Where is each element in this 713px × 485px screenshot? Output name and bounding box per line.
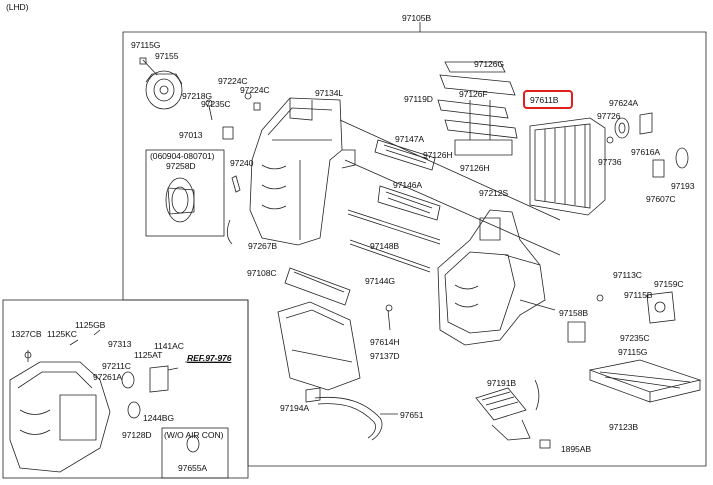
label-1125KC: 1125KC	[47, 329, 77, 339]
label-1125GB: 1125GB	[75, 320, 106, 330]
range-subassembly-box	[145, 149, 225, 237]
label-97137D: 97137D	[370, 351, 400, 361]
woaircon-box	[161, 427, 229, 479]
label-97155: 97155	[155, 51, 179, 61]
label-97108C: 97108C	[247, 268, 277, 278]
ref-97-976-link[interactable]: REF.97-976	[187, 353, 232, 363]
label-97013: 97013	[179, 130, 203, 140]
label-97193: 97193	[671, 181, 695, 191]
label-97159C: 97159C	[654, 279, 684, 289]
label-97126F: 97126F	[459, 89, 488, 99]
label-97736: 97736	[598, 157, 622, 167]
label-97624A: 97624A	[609, 98, 639, 108]
label-1125AT: 1125AT	[134, 350, 163, 360]
label-97726: 97726	[597, 111, 621, 121]
label-97148B: 97148B	[370, 241, 400, 251]
label-97126H-b: 97126H	[460, 163, 490, 173]
label-97115G-b: 97115G	[618, 347, 648, 357]
label-97194A: 97194A	[280, 403, 310, 413]
label-97128D: 97128D	[122, 430, 152, 440]
label-97144G: 97144G	[365, 276, 395, 286]
label-97261A: 97261A	[93, 372, 123, 382]
label-97191B: 97191B	[487, 378, 517, 388]
label-97313: 97313	[108, 339, 132, 349]
label-97651: 97651	[400, 410, 424, 420]
label-97235C-a: 97235C	[201, 99, 231, 109]
label-97614H: 97614H	[370, 337, 400, 347]
label-1327CB: 1327CB	[11, 329, 42, 339]
label-97224C-a: 97224C	[218, 76, 248, 86]
label-97218G: 97218G	[182, 91, 212, 101]
label-97240: 97240	[230, 158, 254, 168]
label-97126G: 97126G	[474, 59, 504, 69]
label-1141AC: 1141AC	[154, 341, 184, 351]
label-97611B: 97611B	[530, 95, 559, 105]
label-97655A: 97655A	[178, 463, 208, 473]
label-97115G: 97115G	[131, 40, 161, 50]
label-97113C: 97113C	[613, 270, 642, 280]
label-97146A: 97146A	[393, 180, 423, 190]
label-97212S: 97212S	[479, 188, 509, 198]
label-97258D: 97258D	[166, 161, 196, 171]
highlight-97611B	[523, 90, 573, 109]
label-1895AB: 1895AB	[561, 444, 591, 454]
lhd-note: (LHD)	[6, 2, 29, 12]
label-97158B: 97158B	[559, 308, 589, 318]
label-97147A: 97147A	[395, 134, 425, 144]
label-97224C-b: 97224C	[240, 85, 270, 95]
label-97119D: 97119D	[404, 94, 433, 104]
label-97134L: 97134L	[315, 88, 344, 98]
label-97267B: 97267B	[248, 241, 278, 251]
label-97616A: 97616A	[631, 147, 661, 157]
label-range: (060904-080701)	[150, 151, 215, 161]
label-1244BG: 1244BG	[143, 413, 174, 423]
label-97115B: 97115B	[624, 290, 653, 300]
lower-left-subassembly-frame	[2, 299, 249, 479]
label-97235C-b: 97235C	[620, 333, 650, 343]
label-97211C: 97211C	[102, 361, 131, 371]
label-97105B: 97105B	[402, 13, 432, 23]
label-97126H-a: 97126H	[423, 150, 453, 160]
label-woaircon: (W/O AIR CON)	[164, 430, 224, 440]
label-97607C: 97607C	[646, 194, 676, 204]
label-97123B: 97123B	[609, 422, 639, 432]
